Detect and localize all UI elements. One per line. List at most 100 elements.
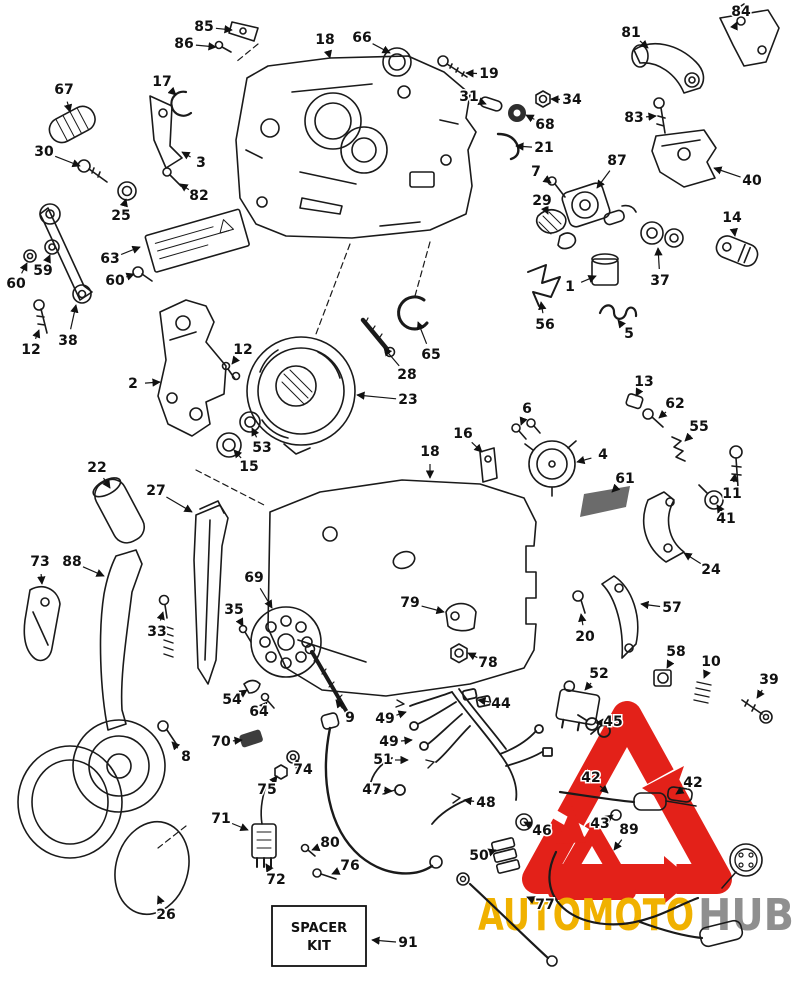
part-callout-56: 56	[535, 317, 554, 333]
part-callout-60: 60	[6, 276, 26, 292]
part-callout-40: 40	[742, 173, 762, 189]
leader-line-part-86	[195, 42, 217, 51]
part-callout-61: 61	[615, 471, 634, 487]
leader-line-part-21	[515, 142, 533, 151]
leader-line-part-84	[730, 21, 738, 31]
leader-line-part-38	[70, 304, 79, 330]
watermark-logo-arrowheads	[556, 766, 692, 904]
leader-line-part-56	[538, 301, 547, 314]
part-callout-23: 23	[398, 392, 417, 408]
part-cam-followers	[535, 176, 577, 250]
leader-line-part-14	[729, 227, 738, 237]
part-switch-group-right	[555, 575, 773, 732]
leader-line-part-40	[713, 166, 741, 178]
part-callout-22: 22	[87, 460, 106, 476]
leader-line-part-78	[467, 652, 478, 661]
part-connector-group-left	[239, 729, 337, 880]
part-callout-69: 69	[244, 570, 263, 586]
leader-line-part-53	[251, 427, 260, 438]
part-callout-53: 53	[252, 440, 271, 456]
leader-line-part-41	[716, 504, 725, 514]
part-wiring-harness	[369, 688, 611, 825]
part-callout-66: 66	[352, 30, 371, 46]
leader-line-part-91	[371, 936, 397, 945]
part-callout-6: 6	[522, 401, 532, 417]
leader-line-part-11	[729, 473, 739, 483]
part-mount-bracket	[157, 299, 241, 437]
part-control-handle	[17, 549, 166, 859]
part-85-clip	[214, 21, 259, 53]
part-callout-73: 73	[30, 554, 49, 570]
leader-line-part-4	[576, 455, 592, 465]
leader-line-part-69	[259, 587, 273, 609]
part-callout-71: 71	[211, 811, 230, 827]
leader-line-part-49	[396, 710, 407, 719]
part-callout-44: 44	[491, 696, 511, 712]
leader-line-part-55	[684, 432, 694, 442]
part-callout-39: 39	[759, 672, 778, 688]
leader-line-part-68	[525, 114, 535, 123]
leader-line-part-83	[645, 112, 657, 121]
part-callout-13: 13	[634, 374, 653, 390]
part-callout-43: 43	[590, 816, 609, 832]
part-callout-29: 29	[532, 193, 551, 209]
spacer-kit-label-line1: SPACER	[291, 921, 347, 936]
part-callout-11: 11	[722, 486, 741, 502]
leader-line-part-15	[233, 449, 243, 459]
part-top-fasteners	[382, 47, 551, 161]
leader-line-part-67	[63, 101, 73, 113]
leader-line-part-31	[477, 97, 487, 106]
leader-line-part-33	[156, 611, 165, 621]
part-callout-59: 59	[33, 263, 52, 279]
part-callout-42: 42	[683, 775, 702, 791]
leader-line-part-27	[166, 496, 193, 513]
part-callout-10: 10	[701, 654, 721, 670]
part-callout-42: 42	[581, 770, 600, 786]
part-callout-54: 54	[222, 692, 242, 708]
part-callout-83: 83	[624, 110, 643, 126]
leader-line-part-80	[311, 843, 321, 852]
leader-line-part-5	[617, 319, 626, 329]
watermark-logo	[522, 701, 732, 901]
leader-line-part-16	[471, 441, 483, 453]
leader-line-part-50	[487, 848, 497, 857]
leader-line-part-13	[635, 387, 644, 397]
part-callout-62: 62	[665, 396, 684, 412]
part-callout-50: 50	[469, 848, 489, 864]
leader-line-part-58	[666, 659, 675, 669]
part-callout-31: 31	[459, 89, 478, 105]
leader-line-part-39	[756, 689, 765, 699]
leader-line-part-54	[238, 689, 248, 698]
part-callout-65: 65	[421, 347, 440, 363]
part-callout-24: 24	[701, 562, 721, 578]
part-remote-arm-assembly	[631, 3, 780, 188]
watermark: AUTOMOTO HUB	[478, 701, 794, 941]
leader-line-part-10	[703, 669, 711, 679]
leader-line-part-64	[258, 701, 268, 711]
part-callout-25: 25	[111, 208, 130, 224]
part-callout-19: 19	[479, 66, 498, 82]
leader-line-part-42	[599, 784, 609, 794]
part-callout-81: 81	[621, 25, 640, 41]
leader-line-part-28	[383, 347, 400, 367]
part-callout-1: 1	[565, 279, 575, 295]
leader-line-part-25	[119, 198, 128, 208]
part-callout-16: 16	[453, 426, 472, 442]
part-housing-bottom	[267, 479, 537, 697]
spacer-kit-box: SPACER KIT	[271, 905, 367, 967]
part-callout-18: 18	[315, 32, 334, 48]
leader-line-part-65	[416, 321, 428, 345]
leader-line-part-22	[102, 477, 111, 489]
watermark-text-primary: AUTOMOTO	[478, 890, 694, 941]
part-callout-58: 58	[666, 644, 685, 660]
leader-line-part-89	[613, 839, 623, 851]
leader-line-part-1	[580, 275, 597, 283]
part-callout-8: 8	[181, 749, 191, 765]
leader-line-part-63	[120, 245, 141, 256]
leader-line-part-23	[356, 391, 397, 400]
leader-line-part-35	[235, 617, 244, 627]
leader-line-part-6	[519, 416, 528, 426]
leader-line-part-73	[37, 573, 46, 585]
leader-line-part-76	[331, 867, 341, 875]
